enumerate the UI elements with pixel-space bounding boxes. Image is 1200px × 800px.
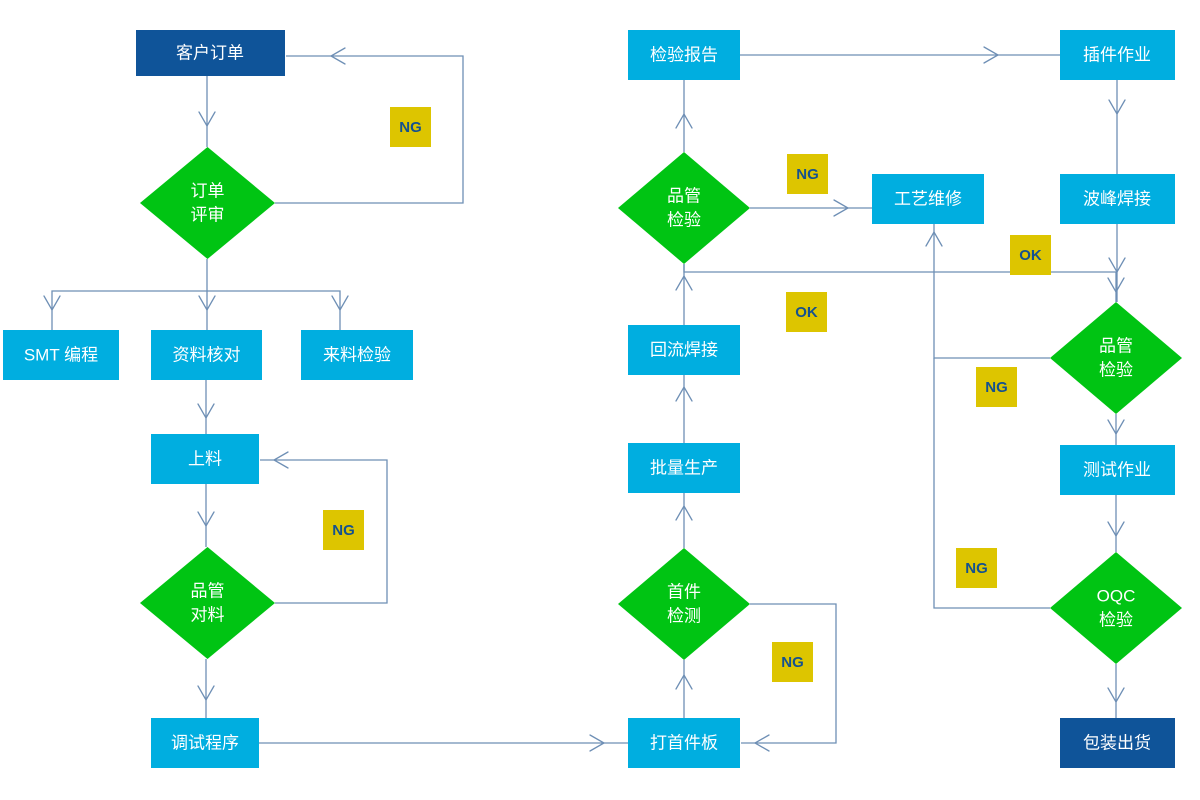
conn-review-ng-to-order <box>275 47 464 204</box>
conn-insertion-to-wave <box>1108 80 1126 174</box>
conn-facheck-to-mass <box>675 493 693 548</box>
node-order-review[interactable]: 订单 评审 <box>140 147 275 259</box>
node-reflow-soldering[interactable]: 回流焊接 <box>628 325 740 375</box>
conn-facheck-ng-firstboard <box>741 603 837 752</box>
conn-firstboard-to-facheck <box>675 660 693 718</box>
badge-ng-first-article: NG <box>772 642 813 682</box>
node-loading[interactable]: 上料 <box>151 434 259 484</box>
node-qc-material-match[interactable]: 品管 对料 <box>140 547 275 659</box>
badge-ng-qc-inspection-1: NG <box>787 154 828 194</box>
conn-qc2-to-test <box>1107 414 1125 445</box>
node-oqc-inspection[interactable]: OQC 检验 <box>1050 552 1182 664</box>
conn-debug-to-firstboard <box>259 734 628 752</box>
node-customer-order[interactable]: 客户订单 <box>136 30 285 76</box>
conn-oqc-ng-repair <box>933 358 1050 609</box>
badge-ok-qc-inspection-1: OK <box>786 292 827 332</box>
conn-reflow-to-qc1 <box>675 264 693 325</box>
conn-qcmaterial-ng-loading <box>260 451 388 604</box>
node-incoming-inspection[interactable]: 来料检验 <box>301 330 413 380</box>
badge-ng-qc-material: NG <box>323 510 364 550</box>
conn-datacheck-to-loading <box>197 380 215 434</box>
node-qc-inspection-1[interactable]: 品管 检验 <box>618 152 750 264</box>
node-process-repair[interactable]: 工艺维修 <box>872 174 984 224</box>
node-packing-shipment[interactable]: 包装出货 <box>1060 718 1175 768</box>
conn-test-to-oqc <box>1107 495 1125 552</box>
badge-ok-wave-soldering: OK <box>1010 235 1051 275</box>
conn-review-to-datacheck <box>198 291 216 330</box>
conn-qc1-ng-repair <box>750 199 872 217</box>
node-data-check[interactable]: 资料核对 <box>151 330 262 380</box>
node-wave-soldering[interactable]: 波峰焊接 <box>1060 174 1175 224</box>
node-first-article-check[interactable]: 首件 检测 <box>618 548 750 660</box>
node-first-article-board[interactable]: 打首件板 <box>628 718 740 768</box>
node-mass-production[interactable]: 批量生产 <box>628 443 740 493</box>
connector-layer <box>43 46 1126 752</box>
conn-report-to-insertion <box>740 46 1060 64</box>
badge-ng-oqc: NG <box>956 548 997 588</box>
node-test-work[interactable]: 测试作业 <box>1060 445 1175 495</box>
conn-review-to-smt <box>43 259 208 330</box>
node-inspection-report[interactable]: 检验报告 <box>628 30 740 80</box>
node-debug-program[interactable]: 调试程序 <box>151 718 259 768</box>
conn-qc1-ok-qc2 <box>683 264 1125 302</box>
node-smt-programming[interactable]: SMT 编程 <box>3 330 119 380</box>
conn-qc1-to-report <box>675 80 693 152</box>
conn-mass-to-reflow <box>675 375 693 443</box>
badge-ng-qc-inspection-2: NG <box>976 367 1017 407</box>
conn-wave-ok-qc2 <box>1108 224 1126 302</box>
node-insertion-work[interactable]: 插件作业 <box>1060 30 1175 80</box>
conn-loading-to-qcmaterial <box>197 484 215 547</box>
badge-ng-order-review: NG <box>390 107 431 147</box>
node-qc-inspection-2[interactable]: 品管 检验 <box>1050 302 1182 414</box>
conn-review-to-incoming <box>207 290 349 330</box>
conn-qcmaterial-to-debug <box>197 659 215 718</box>
conn-oqc-to-packing <box>1107 664 1125 718</box>
conn-order-to-review <box>198 76 216 147</box>
